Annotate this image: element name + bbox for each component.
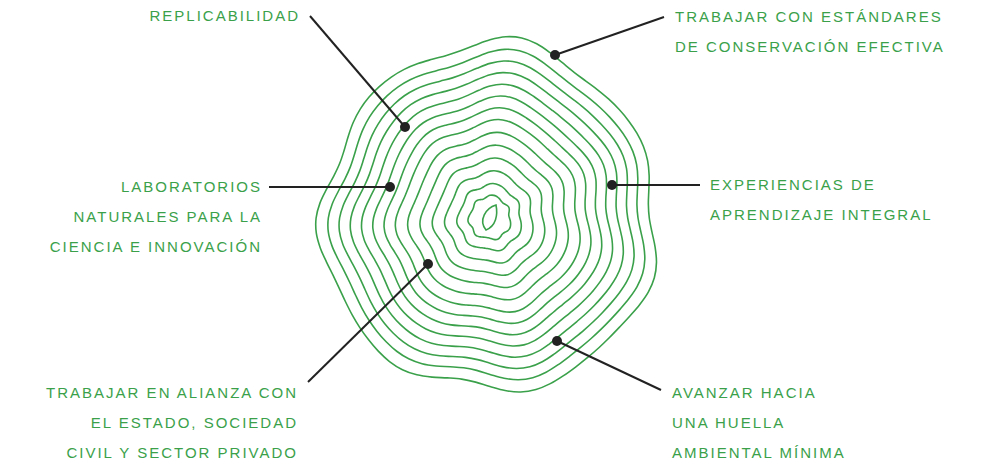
leader-lines <box>269 16 700 390</box>
tree-ring <box>361 84 612 346</box>
tree-ring <box>408 132 569 299</box>
tree-ring <box>328 49 645 379</box>
callout-label: TRABAJAR CON ESTÁNDARES DE CONSERVACIÓN … <box>675 2 949 62</box>
leader-line <box>310 16 405 127</box>
leader-dot <box>552 336 562 346</box>
tree-ring <box>468 195 511 240</box>
leader-dots <box>385 50 617 346</box>
tree-rings <box>316 37 657 392</box>
leader-dot <box>607 180 617 190</box>
callout-label: AVANZAR HACIA UNA HUELLA AMBIENTAL MÍNIM… <box>672 378 850 468</box>
callout-label: REPLICABILIDAD <box>145 1 300 31</box>
tree-ring <box>395 120 580 313</box>
tree-ring-core <box>483 205 497 230</box>
leader-line <box>555 17 664 55</box>
leader-dot <box>550 50 560 60</box>
leader-line <box>308 264 428 382</box>
leader-dot <box>423 259 433 269</box>
tree-ring <box>432 158 545 275</box>
tree-ring <box>373 96 602 335</box>
tree-ring <box>384 108 591 324</box>
tree-ring <box>457 183 522 250</box>
leader-dot <box>385 182 395 192</box>
leader-line <box>612 184 700 186</box>
callout-label: EXPERIENCIAS DE APRENDIZAJE INTEGRAL <box>710 170 937 230</box>
tree-ring <box>339 61 634 369</box>
callout-label: LABORATORIOS NATURALES PARA LA CIENCIA E… <box>46 172 262 262</box>
callout-label: TRABAJAR EN ALIANZA CON EL ESTADO, SOCIE… <box>44 378 298 468</box>
tree-ring <box>420 145 557 287</box>
leader-line <box>557 341 661 390</box>
tree-ring <box>350 73 623 358</box>
tree-ring <box>316 37 657 392</box>
leader-dot <box>400 122 410 132</box>
leader-line <box>269 186 390 188</box>
tree-ring <box>445 171 534 263</box>
